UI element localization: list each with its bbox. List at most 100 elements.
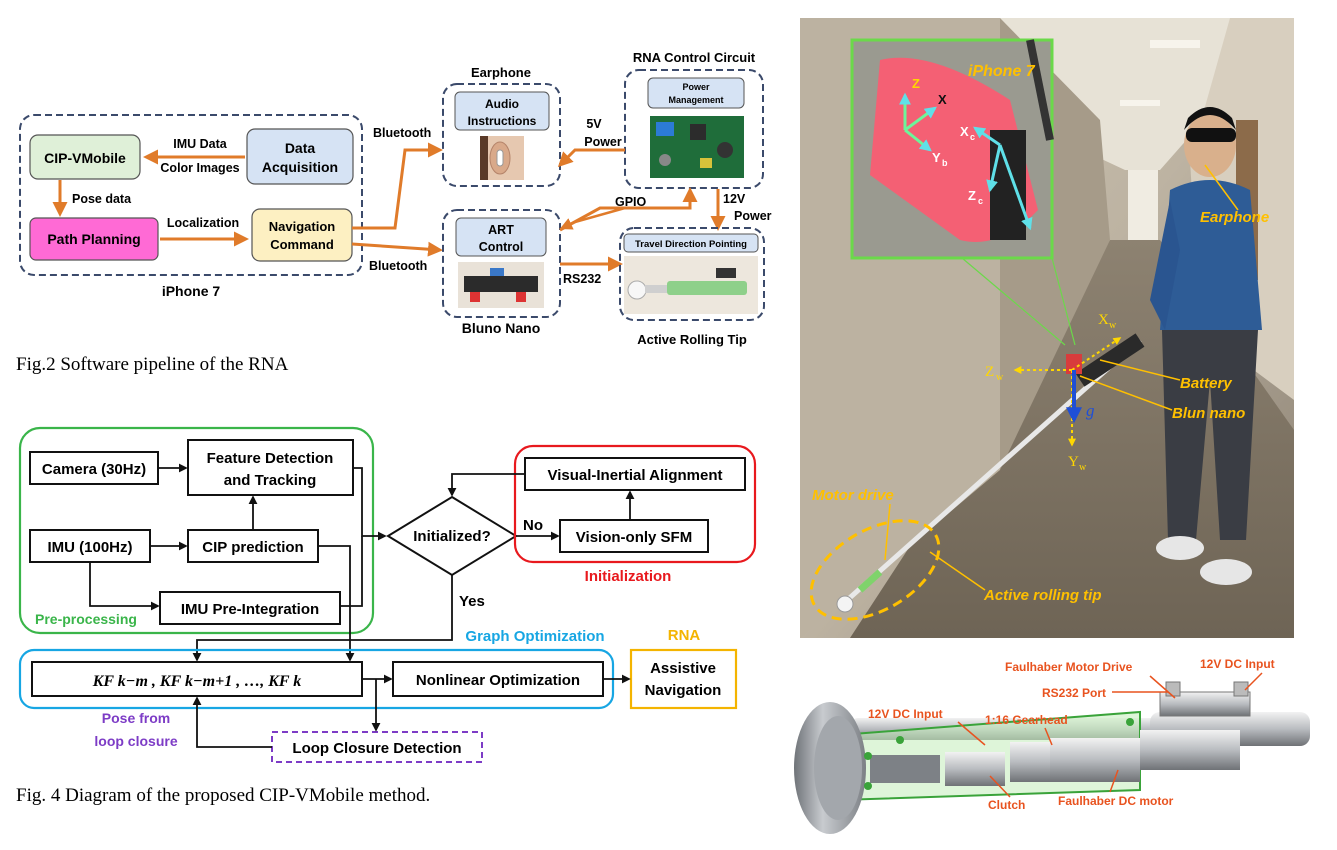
y-b-label: Y [932,150,941,165]
imu-data-label: IMU Data [173,137,228,151]
art-control-box [455,217,547,257]
data-acquisition-line2: Acquisition [262,159,338,175]
fig2-software-pipeline: iPhone 7 CIP-VMobile Data Acquisition IM… [16,50,772,375]
audio-instructions-line1: Audio [485,97,519,111]
twelve-v-dc-input-right-label: 12V DC Input [1200,657,1275,671]
imu-label: IMU (100Hz) [47,539,132,556]
w-sub-y: w [1079,462,1087,473]
initialization-group-border [513,444,757,564]
navigation-command-box [251,208,353,262]
vision-sfm-label: Vision-only SFM [576,529,692,546]
pose-loop-line2: loop closure [94,733,177,749]
w-sub-z: w [996,372,1004,383]
hallway-photo: Z X Y b X c Z c iPhone 7 X w Z w Y w g E… [800,18,1294,638]
visual-inertial-label: Visual-Inertial Alignment [547,467,722,484]
localization-label: Localization [167,216,239,230]
keyframes-box [31,661,363,697]
gearhead-label: 1:16 Gearhead [985,713,1068,727]
ear-photo [480,136,524,180]
rs232-label: RS232 [563,272,601,286]
nonlinear-optimization-label: Nonlinear Optimization [416,672,580,689]
bluno-nano-label: Bluno Nano [462,320,541,336]
rna-label: RNA [668,627,701,644]
motor-drive-label: Motor drive [812,487,894,504]
art-control-line1: ART [488,223,514,237]
twelve-v-dc-input-left-label: 12V DC Input [868,707,943,721]
faulhaber-motor-drive-label: Faulhaber Motor Drive [1005,660,1133,674]
z-b-label: Z [912,76,920,91]
preprocessing-label: Pre-processing [35,611,137,627]
b-sub: b [942,158,948,168]
assistive-navigation-line2: Navigation [645,682,722,699]
power-board-photo [650,116,744,178]
bluetooth-top-label: Bluetooth [373,126,431,140]
path-planning-label: Path Planning [47,231,140,247]
feature-detection-line2: and Tracking [224,472,317,489]
cad-rolling-tip: Faulhaber Motor Drive 12V DC Input RS232… [794,657,1310,834]
active-rolling-tip-label: Active Rolling Tip [637,332,747,347]
navigation-command-line1: Navigation [269,219,336,234]
keyframes-label: KF k−m , KF k−m+1 , …, KF k [92,673,302,690]
w-sub-x: w [1109,320,1117,331]
z-w-label: Z [985,364,994,380]
person [1150,107,1262,585]
art-control-line2: Control [479,240,523,254]
z-c-label: Z [968,188,976,203]
cip-prediction-label: CIP prediction [202,539,303,556]
feature-detection-line1: Feature Detection [207,450,334,467]
nonlinear-optimization-box [392,661,604,697]
audio-instructions-box [454,91,550,131]
gpio-label: GPIO [615,195,647,209]
data-acquisition-line1: Data [285,140,316,156]
path-planning-box [29,217,159,261]
travel-direction-label: Travel Direction Pointing [635,239,747,250]
twelve-v-power-line2: Power [734,209,772,223]
imu-preintegration-label: IMU Pre-Integration [181,601,319,618]
audio-instructions-line2: Instructions [468,114,537,128]
bluno-board-photo [458,262,544,308]
active-rolling-tip-border [619,227,765,321]
power-management-box [647,77,745,109]
fig4-method-diagram: Pre-processing Camera (30Hz) Feature Det… [16,426,757,806]
data-acquisition-box [246,128,354,185]
clutch-label: Clutch [988,798,1025,812]
battery-label: Battery [1180,375,1232,392]
rna-control-circuit-title: RNA Control Circuit [633,50,756,65]
camera-box [29,451,159,485]
tip-highlight [809,519,941,621]
rs232-port-label: RS232 Port [1042,686,1106,700]
earphone-group-border [442,83,561,187]
power-management-line1: Power [682,82,710,92]
color-images-label: Color Images [160,161,239,175]
earphone-title: Earphone [471,65,531,80]
fig2-caption: Fig.2 Software pipeline of the RNA [16,354,289,375]
camera-label: Camera (30Hz) [42,461,146,478]
iphone-group-border [19,114,363,276]
active-rolling-tip-photo-label: Active rolling tip [983,587,1102,604]
g-label: g [1086,401,1095,420]
power-management-line2: Management [668,95,723,105]
fig4-caption: Fig. 4 Diagram of the proposed CIP-VMobi… [16,785,430,806]
iphone-group-label: iPhone 7 [162,283,221,299]
graph-optimization-label: Graph Optimization [465,628,604,645]
bluetooth-bottom-label: Bluetooth [369,259,427,273]
loop-closure-label: Loop Closure Detection [292,740,461,757]
imu-preintegration-box [159,591,341,625]
art-control-group-border [442,209,561,318]
x-b-label: X [938,92,947,107]
preprocessing-group-border [18,426,375,635]
pose-loop-line1: Pose from [102,710,170,726]
five-v-power-line1: 5V [586,117,602,131]
cip-vmobile-box [29,134,141,180]
vision-sfm-box [559,519,709,553]
cip-prediction-box [187,529,319,563]
iphone7-photo-label: iPhone 7 [968,63,1036,80]
twelve-v-power-line1: 12V [723,192,746,206]
x-c-label: X [960,124,969,139]
assistive-navigation-border [629,648,738,710]
travel-direction-box [623,233,759,253]
x-w-label: X [1098,312,1109,328]
c-sub-x: c [970,132,975,142]
